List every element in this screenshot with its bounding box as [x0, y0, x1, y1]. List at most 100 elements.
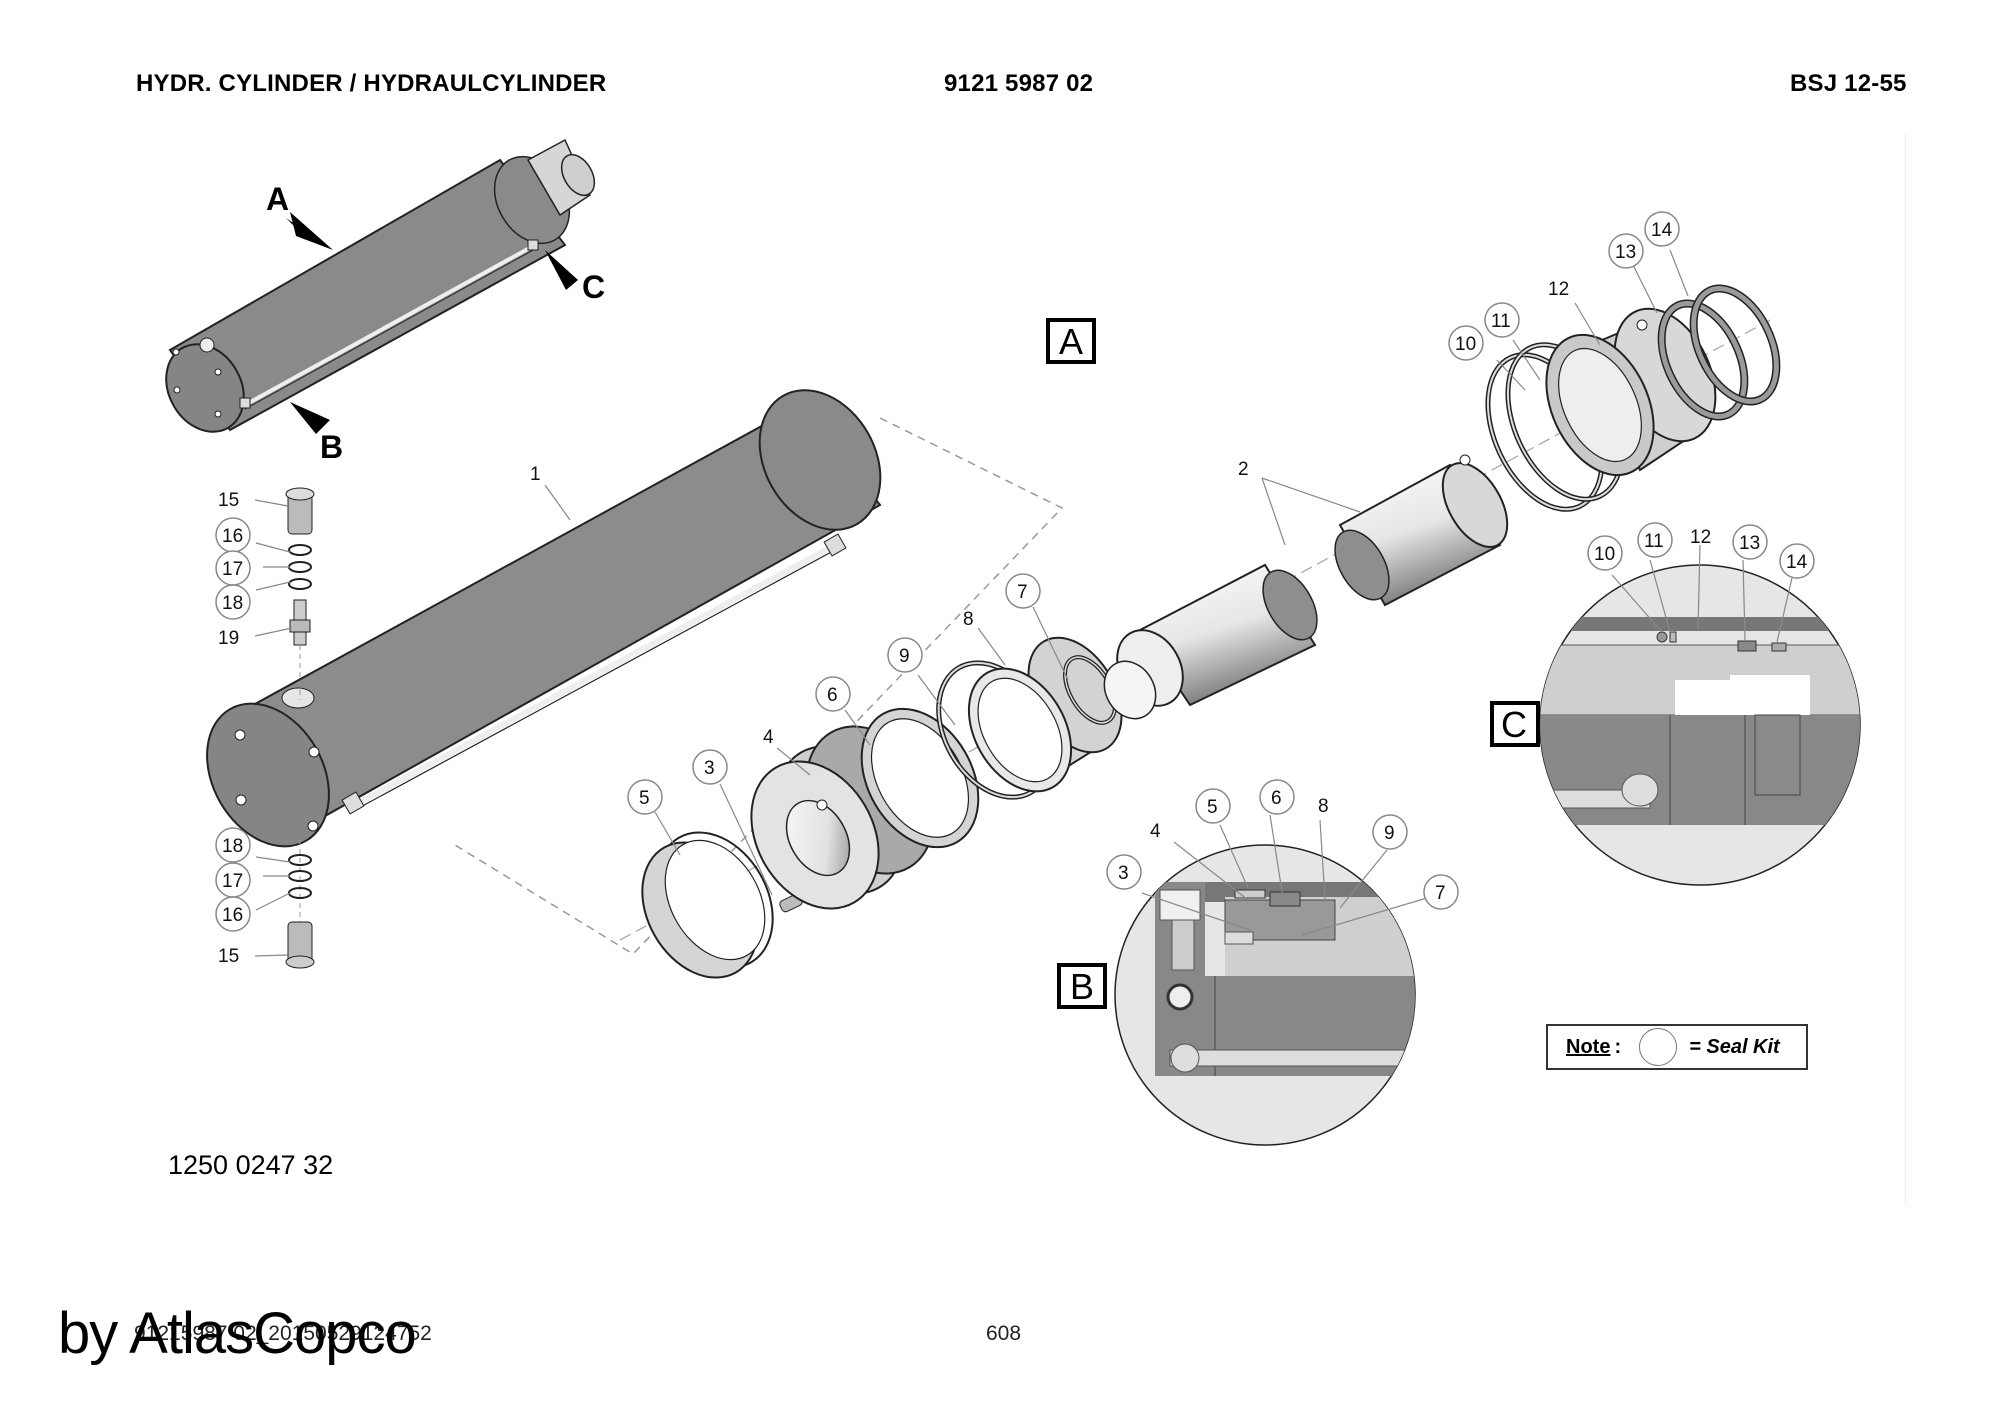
- callout-18-top: 18: [215, 584, 251, 620]
- callout-c-14: 14: [1779, 543, 1815, 579]
- svg-text:7: 7: [1435, 883, 1446, 904]
- part-14-wiper: [1689, 284, 1781, 406]
- reference-number: 1250 0247 32: [168, 1150, 334, 1180]
- part-5-guide-ring: [641, 831, 774, 979]
- svg-text:10: 10: [1594, 544, 1615, 565]
- svg-text:5: 5: [1207, 797, 1218, 818]
- document-title: HYDR. CYLINDER / HYDRAULCYLINDER: [136, 70, 607, 97]
- callout-b-3: 3: [1106, 854, 1142, 890]
- callout-17-bottom: 17: [215, 862, 251, 898]
- svg-text:18: 18: [222, 593, 243, 614]
- svg-text:6: 6: [1271, 788, 1282, 809]
- part-2-piston-rod: [1103, 454, 1509, 720]
- callout-2: 2: [1238, 459, 1249, 480]
- margin-guide: [1905, 135, 1906, 1205]
- part-13-rod-seal: [1657, 299, 1749, 421]
- callout-b-5: 5: [1195, 788, 1231, 824]
- note-meaning: = Seal Kit: [1689, 1035, 1780, 1058]
- overview-cylinder: [165, 138, 596, 433]
- svg-text:13: 13: [1615, 242, 1636, 263]
- callout-c-11: 11: [1637, 522, 1673, 558]
- marker-c: C: [545, 250, 605, 305]
- svg-text:C: C: [582, 269, 605, 305]
- callout-10: 10: [1448, 325, 1484, 361]
- callout-15-bottom: 15: [218, 946, 239, 967]
- svg-text:C: C: [1501, 704, 1527, 745]
- callout-13: 13: [1608, 233, 1644, 269]
- svg-text:6: 6: [827, 685, 838, 706]
- svg-text:11: 11: [1644, 531, 1664, 552]
- callout-c-12: 12: [1690, 527, 1711, 548]
- callout-c-10: 10: [1587, 535, 1623, 571]
- callout-12: 12: [1548, 279, 1569, 300]
- view-label-b: B: [1057, 963, 1107, 1009]
- part-19-nipple: [289, 599, 311, 646]
- callout-3: 3: [692, 749, 728, 785]
- svg-text:3: 3: [704, 758, 715, 779]
- svg-text:A: A: [266, 181, 289, 217]
- svg-text:16: 16: [222, 905, 243, 926]
- callout-5: 5: [627, 779, 663, 815]
- detail-view-c: [1539, 564, 1861, 886]
- callout-b-9: 9: [1372, 814, 1408, 850]
- leader-lines: [254, 249, 1793, 957]
- callout-b-7: 7: [1423, 874, 1459, 910]
- svg-text:13: 13: [1739, 533, 1760, 554]
- svg-text:11: 11: [1491, 311, 1511, 332]
- callout-11: 11: [1484, 302, 1520, 338]
- note-label: Note: [1566, 1035, 1611, 1058]
- svg-text:17: 17: [222, 871, 243, 892]
- callout-15-top: 15: [218, 490, 239, 511]
- part-8-spacer: [967, 636, 1123, 793]
- callout-19: 19: [218, 628, 239, 649]
- svg-text:14: 14: [1786, 552, 1808, 573]
- callout-16-top: 16: [215, 517, 251, 553]
- svg-text:A: A: [1059, 321, 1083, 362]
- detail-view-b: [1114, 844, 1416, 1146]
- footer-page-number: 608: [986, 1322, 1022, 1345]
- svg-text:16: 16: [222, 526, 243, 547]
- callout-b-4: 4: [1150, 821, 1161, 842]
- part-15-plug-bottom: [285, 921, 315, 969]
- svg-text:B: B: [1070, 966, 1094, 1007]
- svg-text:14: 14: [1651, 220, 1673, 241]
- group-outline: [454, 417, 1064, 955]
- svg-text:17: 17: [222, 559, 243, 580]
- svg-text:9: 9: [899, 646, 910, 667]
- svg-text:10: 10: [1455, 334, 1476, 355]
- view-label-c: C: [1490, 701, 1540, 747]
- svg-text:18: 18: [222, 836, 243, 857]
- note-colon: :: [1614, 1035, 1622, 1058]
- parts-16-18-o-rings-top: [288, 544, 312, 590]
- svg-text:5: 5: [639, 788, 650, 809]
- footer-document-id: 91215987 02_20150529124752: [134, 1322, 432, 1345]
- part-6-piston-seal: [860, 707, 980, 849]
- callout-16-bottom: 16: [215, 896, 251, 932]
- seal-kit-legend: Note : = Seal Kit: [1546, 1024, 1808, 1070]
- callout-7: 7: [1005, 573, 1041, 609]
- part-1-cylinder-tube: [206, 389, 882, 848]
- part-number: 9121 5987 02: [944, 70, 1094, 97]
- callout-17-top: 17: [215, 550, 251, 586]
- machine-model: BSJ 12-55: [1790, 70, 1907, 97]
- callout-6: 6: [815, 676, 851, 712]
- callout-8: 8: [963, 609, 974, 630]
- part-12-cylinder-head: [1545, 307, 1717, 477]
- svg-text:9: 9: [1384, 823, 1395, 844]
- callout-c-13: 13: [1732, 524, 1768, 560]
- part-15-plug-top: [285, 487, 315, 535]
- callout-9: 9: [887, 637, 923, 673]
- callout-18-bottom: 18: [215, 827, 251, 863]
- callout-b-8: 8: [1318, 796, 1329, 817]
- callout-b-6: 6: [1259, 779, 1295, 815]
- svg-text:3: 3: [1118, 863, 1129, 884]
- callout-1: 1: [530, 464, 541, 485]
- svg-text:B: B: [320, 429, 343, 465]
- view-label-a: A: [1046, 318, 1096, 364]
- callout-4: 4: [763, 727, 774, 748]
- svg-text:7: 7: [1017, 582, 1028, 603]
- callout-14: 14: [1644, 211, 1680, 247]
- watermark: by AtlasCopco: [58, 1301, 417, 1366]
- seal-kit-circle-icon: [1639, 1028, 1678, 1066]
